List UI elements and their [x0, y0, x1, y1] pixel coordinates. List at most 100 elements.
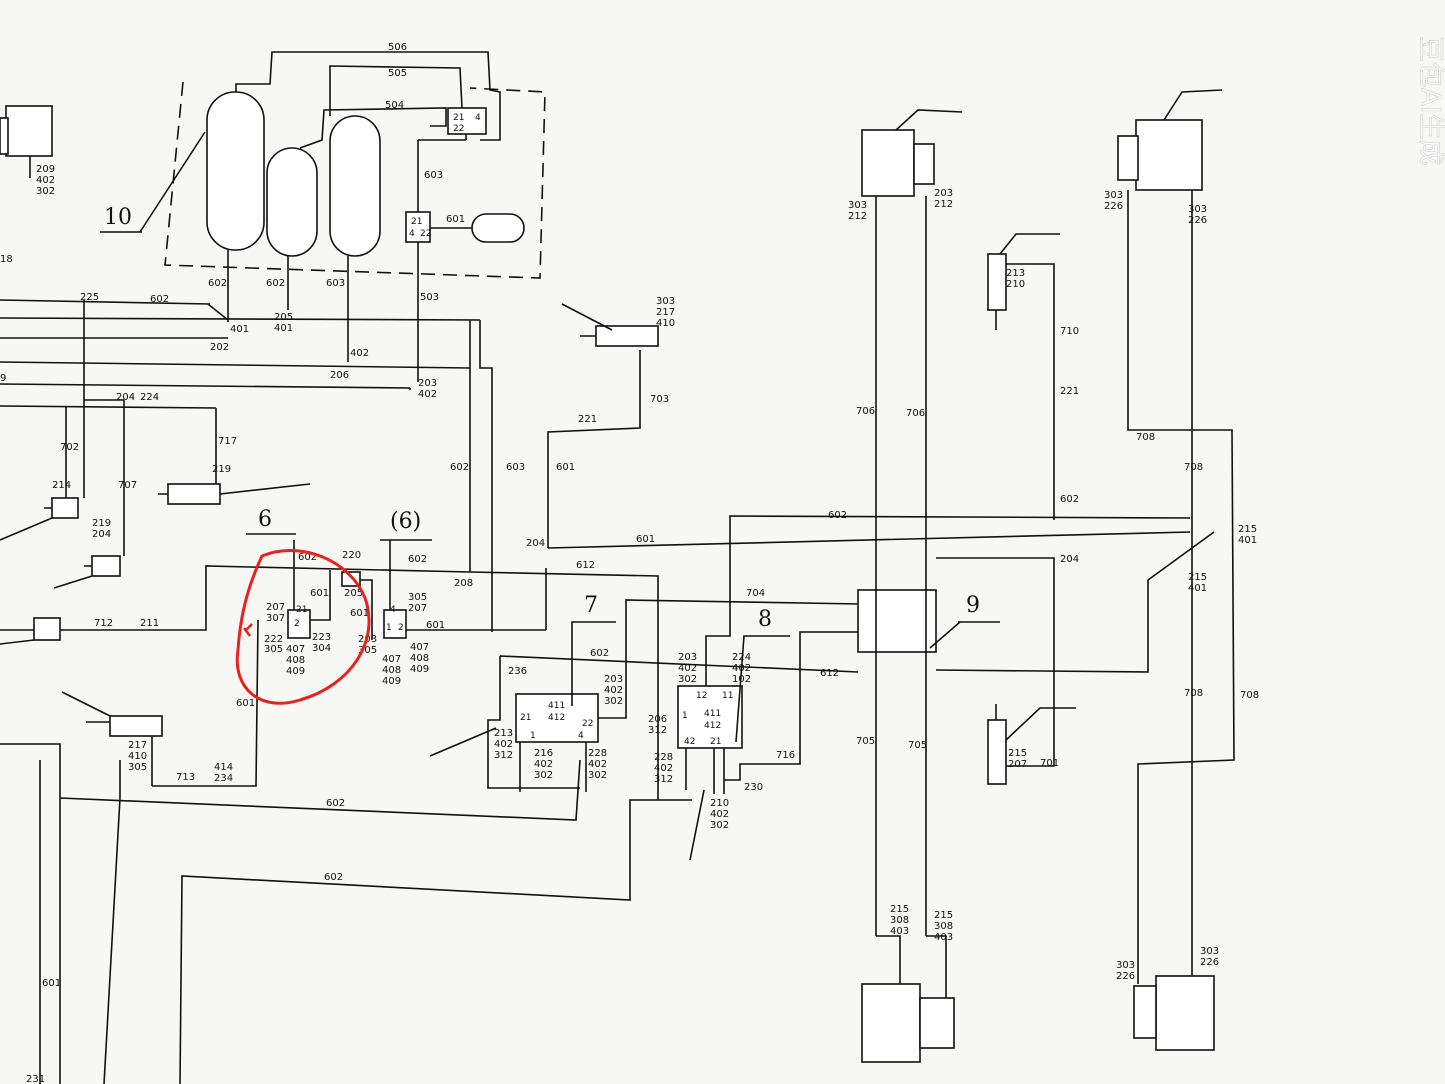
reservoir-enclosure — [164, 81, 546, 279]
svg-text:402: 402 — [710, 809, 729, 820]
svg-text:503: 503 — [420, 292, 439, 303]
four-circuit-protection-valve[interactable] — [447, 107, 487, 135]
svg-text:221: 221 — [578, 414, 597, 425]
svg-text:601: 601 — [446, 214, 465, 225]
svg-text:204: 204 — [1060, 554, 1079, 565]
svg-text:221: 221 — [1060, 386, 1079, 397]
svg-text:414: 414 — [214, 762, 233, 773]
svg-text:2: 2 — [398, 623, 404, 633]
svg-text:402: 402 — [36, 175, 55, 186]
svg-text:412: 412 — [548, 713, 565, 723]
watermark: 豆包AI生成 — [1415, 36, 1445, 165]
svg-text:22: 22 — [582, 719, 593, 729]
component-label-10: 10 — [104, 205, 132, 230]
svg-text:602: 602 — [1060, 494, 1079, 505]
relay-valve-6[interactable] — [287, 609, 311, 639]
svg-text:708: 708 — [1136, 432, 1155, 443]
svg-text:234: 234 — [214, 773, 233, 784]
svg-text:407: 407 — [382, 654, 401, 665]
svg-text:226: 226 — [1188, 215, 1207, 226]
svg-text:214: 214 — [52, 480, 71, 491]
component-label-7: 7 — [584, 593, 598, 618]
svg-text:204: 204 — [526, 538, 545, 549]
svg-text:612: 612 — [576, 560, 595, 571]
svg-text:602: 602 — [208, 278, 227, 289]
svg-text:4: 4 — [390, 605, 396, 615]
rear-brake-chamber-right-bottom[interactable] — [1155, 975, 1215, 1051]
svg-text:211: 211 — [140, 618, 159, 629]
rear-brake-chamber-right-top[interactable] — [1135, 119, 1203, 191]
svg-text:230: 230 — [744, 782, 763, 793]
svg-text:212: 212 — [934, 199, 953, 210]
svg-text:215: 215 — [1238, 524, 1257, 535]
svg-text:217: 217 — [128, 740, 147, 751]
control-valve-left[interactable] — [33, 617, 61, 641]
relay-valve-8[interactable] — [677, 685, 743, 749]
svg-text:228: 228 — [588, 748, 607, 759]
svg-text:11: 11 — [722, 691, 733, 701]
sensor-213[interactable] — [987, 253, 1007, 311]
svg-text:401: 401 — [1188, 583, 1207, 594]
svg-text:402: 402 — [418, 389, 437, 400]
svg-text:226: 226 — [1200, 957, 1219, 968]
sensor-303[interactable] — [595, 325, 659, 347]
svg-text:705: 705 — [908, 740, 927, 751]
svg-text:224: 224 — [732, 652, 751, 663]
svg-text:220: 220 — [342, 550, 361, 561]
svg-text:22: 22 — [453, 124, 464, 134]
air-tank-2[interactable] — [266, 147, 318, 257]
svg-text:407: 407 — [410, 642, 429, 653]
svg-text:506: 506 — [388, 42, 407, 53]
svg-text:203: 203 — [678, 652, 697, 663]
svg-text:302: 302 — [588, 770, 607, 781]
air-tank-1[interactable] — [206, 91, 265, 251]
relay-valve-6b[interactable] — [383, 609, 407, 639]
front-brake-chamber-left[interactable] — [861, 129, 915, 197]
svg-text:408: 408 — [382, 665, 401, 676]
relay-valve-6b-group: 4 1 2 (6) 305 207 407 408 407 408 409 40… — [380, 509, 546, 687]
svg-text:303: 303 — [1200, 946, 1219, 957]
svg-text:308: 308 — [934, 921, 953, 932]
svg-text:302: 302 — [534, 770, 553, 781]
brake-chamber-left-a[interactable] — [51, 497, 79, 519]
component-label-9: 9 — [966, 593, 980, 618]
brake-cylinder-219[interactable] — [167, 483, 221, 505]
svg-text:215: 215 — [890, 904, 909, 915]
svg-text:702: 702 — [60, 442, 79, 453]
svg-text:21: 21 — [453, 113, 464, 123]
svg-text:216: 216 — [534, 748, 553, 759]
svg-text:1: 1 — [386, 623, 392, 633]
svg-text:603: 603 — [506, 462, 525, 473]
svg-text:402: 402 — [654, 763, 673, 774]
svg-text:403: 403 — [934, 932, 953, 943]
svg-text:2: 2 — [294, 619, 300, 629]
svg-text:102: 102 — [732, 674, 751, 685]
air-tank-3[interactable] — [329, 115, 381, 257]
svg-text:401: 401 — [1238, 535, 1257, 546]
svg-text:225: 225 — [80, 292, 99, 303]
svg-text:401: 401 — [230, 324, 249, 335]
brake-cylinder-217[interactable] — [109, 715, 163, 737]
svg-text:21: 21 — [520, 713, 531, 723]
svg-text:409: 409 — [410, 664, 429, 675]
svg-text:209: 209 — [36, 164, 55, 175]
svg-text:601: 601 — [350, 608, 369, 619]
svg-text:215: 215 — [934, 910, 953, 921]
sensor-215[interactable] — [987, 719, 1007, 785]
auxiliary-tank[interactable] — [471, 213, 525, 243]
svg-text:207: 207 — [408, 603, 427, 614]
svg-text:217: 217 — [656, 307, 675, 318]
svg-text:701: 701 — [1040, 758, 1059, 769]
svg-text:717: 717 — [218, 436, 237, 447]
svg-text:716: 716 — [776, 750, 795, 761]
component-top-left[interactable] — [5, 105, 53, 157]
relay-valve-9[interactable] — [857, 589, 937, 653]
svg-text:312: 312 — [494, 750, 513, 761]
svg-text:21: 21 — [411, 217, 422, 227]
svg-text:202: 202 — [210, 342, 229, 353]
svg-text:303: 303 — [848, 200, 867, 211]
rear-brake-chamber-left-bottom[interactable] — [861, 983, 921, 1063]
brake-chamber-left-b[interactable] — [91, 555, 121, 577]
svg-text:302: 302 — [710, 820, 729, 831]
svg-text:505: 505 — [388, 68, 407, 79]
